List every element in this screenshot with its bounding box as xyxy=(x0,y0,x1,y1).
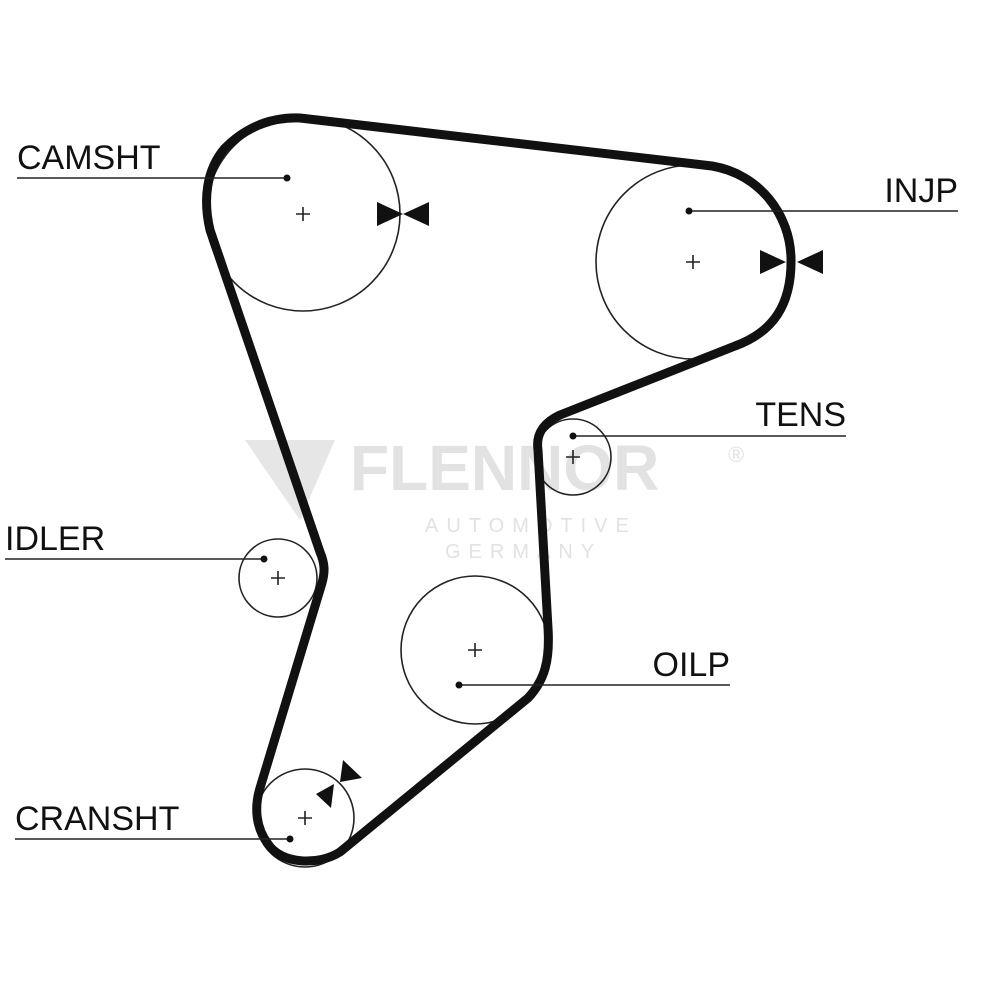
camshaft-label: CAMSHT xyxy=(17,139,161,177)
watermark-logo-mark xyxy=(245,440,335,520)
camshaft-timing-mark xyxy=(377,202,403,226)
idler-pulley xyxy=(238,538,318,618)
tensioner-leader-dot xyxy=(569,432,577,440)
watermark: FLENNOR ® AUTOMOTIVE GERMANY xyxy=(245,432,744,563)
injection-pump-label: INJP xyxy=(884,172,958,210)
watermark-line1: AUTOMOTIVE xyxy=(425,515,637,537)
oil-pump-leader-dot xyxy=(455,681,463,689)
camshaft-timing-mark-right xyxy=(403,202,429,226)
timing-belt xyxy=(202,113,796,866)
idler-center-cross xyxy=(271,571,285,585)
timing-marks xyxy=(316,202,823,808)
crankshaft-label: CRANSHT xyxy=(15,800,179,838)
oil-pump-center-cross xyxy=(468,643,482,657)
oil-pump-label: OILP xyxy=(653,646,730,684)
labels: CAMSHT INJP TENS IDLER OILP CRANSHT xyxy=(5,139,958,838)
crankshaft-timing-mark xyxy=(340,760,362,782)
injection-pump-timing-mark xyxy=(760,250,786,274)
crankshaft-leader-dot xyxy=(286,835,294,843)
idler-leader-dot xyxy=(260,555,268,563)
injection-pump-leader-dot xyxy=(685,207,693,215)
leader-lines xyxy=(5,174,958,843)
watermark-line2: GERMANY xyxy=(445,541,602,563)
tensioner-center-cross xyxy=(566,450,580,464)
injection-pump-timing-mark-right xyxy=(797,250,823,274)
injection-pump-center-cross xyxy=(686,255,700,269)
idler-label: IDLER xyxy=(5,520,105,558)
tensioner-label: TENS xyxy=(755,396,846,434)
crankshaft-center-cross xyxy=(298,811,312,825)
camshaft-center-cross xyxy=(296,207,310,221)
center-marks xyxy=(271,207,700,825)
crankshaft-timing-mark-lower xyxy=(316,784,334,808)
watermark-brand: FLENNOR xyxy=(350,432,659,504)
camshaft-leader-dot xyxy=(283,174,291,182)
watermark-registered: ® xyxy=(728,442,744,467)
